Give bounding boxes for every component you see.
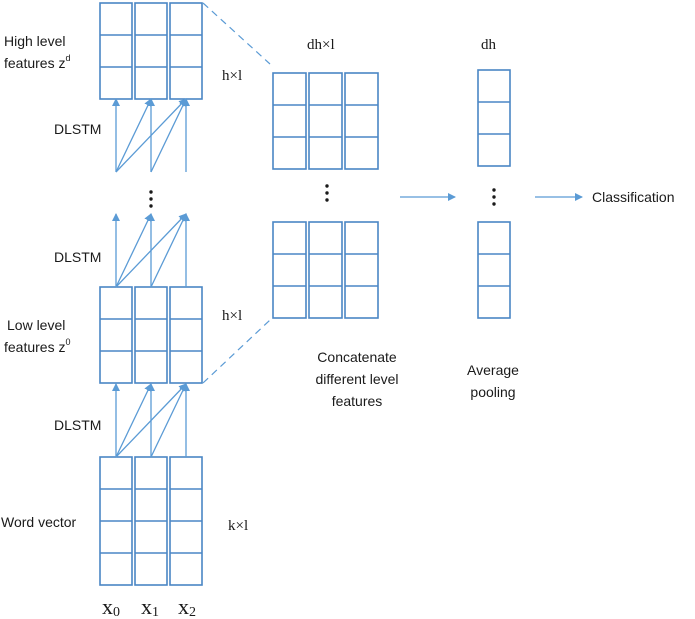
- hxl-label-bottom: h×l: [222, 308, 242, 324]
- dashed-connector-bottom: [202, 319, 271, 384]
- concat-caption-line3: features: [332, 393, 383, 409]
- high-level-label-line1: High level: [4, 33, 65, 49]
- dlstm-arrows-middle: [112, 213, 190, 288]
- word-vector-label: Word vector: [1, 514, 77, 530]
- grid-column: [99, 2, 133, 100]
- grid-column: [477, 69, 511, 167]
- dlstm-arrow: [115, 98, 187, 173]
- dlstm-arrow: [150, 383, 187, 458]
- dlstm-arrow: [150, 98, 187, 173]
- dlstm-arrow: [115, 383, 187, 458]
- grid-column: [308, 72, 343, 170]
- grid-column: [272, 72, 307, 170]
- classification-label: Classification: [592, 189, 674, 205]
- dlstm-label-middle: DLSTM: [54, 249, 101, 265]
- kxl-label: k×l: [228, 518, 248, 534]
- concat-caption-line1: Concatenate: [317, 349, 397, 365]
- dlstm-label-bottom: DLSTM: [54, 417, 101, 433]
- input-token-x1: x1: [141, 594, 159, 619]
- dlstm-arrow: [115, 98, 152, 173]
- dlstm-arrow: [150, 213, 187, 288]
- high-level-label-line2: features zd: [4, 53, 71, 71]
- grid-column: [344, 72, 379, 170]
- grid-column: [99, 286, 133, 384]
- avg-pooling-caption-line2: pooling: [470, 384, 515, 400]
- high-level-feature-grid: [99, 2, 203, 100]
- grid-column: [272, 221, 307, 319]
- low-level-label-line2: features z0: [4, 337, 71, 355]
- dhxl-label: dh×l: [307, 37, 335, 53]
- concat-ellipsis: [325, 184, 329, 202]
- grid-column: [344, 221, 379, 319]
- concat-top-grid: [272, 72, 379, 170]
- low-level-label-line1: Low level: [7, 317, 65, 333]
- hxl-label-top: h×l: [222, 68, 242, 84]
- input-token-x0: x0: [102, 594, 120, 619]
- left-ellipsis: [149, 190, 153, 208]
- pooled-bottom-vector: [477, 221, 511, 319]
- grid-column: [134, 2, 168, 100]
- grid-column: [169, 2, 203, 100]
- pool-ellipsis: [492, 188, 496, 206]
- dlstm-arrow: [115, 213, 152, 288]
- input-token-x2: x2: [178, 594, 196, 619]
- word-vector-grid: [99, 456, 203, 586]
- dlstm-label-top: DLSTM: [54, 121, 101, 137]
- dlstm-arrow: [115, 213, 187, 288]
- dashed-connector-top: [202, 2, 271, 65]
- concat-caption-line2: different level: [315, 371, 398, 387]
- low-level-feature-grid: [99, 286, 203, 384]
- grid-column: [477, 221, 511, 319]
- concat-bottom-grid: [272, 221, 379, 319]
- grid-column: [308, 221, 343, 319]
- grid-column: [134, 286, 168, 384]
- dlstm-arrows-bottom: [112, 383, 190, 458]
- dlstm-arrows-top: [112, 98, 190, 173]
- pooled-top-vector: [477, 69, 511, 167]
- grid-column: [169, 286, 203, 384]
- dh-label: dh: [481, 37, 497, 53]
- dlstm-arrow: [115, 383, 152, 458]
- avg-pooling-caption-line1: Average: [467, 362, 519, 378]
